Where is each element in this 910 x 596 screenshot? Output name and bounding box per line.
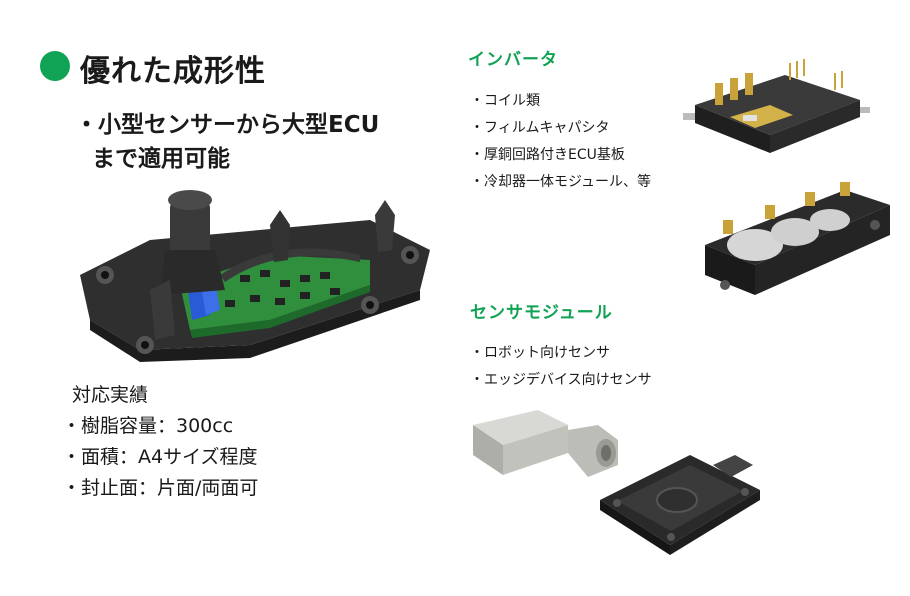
sensor-housing-image — [600, 455, 760, 555]
inverter-item: ・冷却器一体モジュール、等 — [470, 174, 652, 190]
sensor-item: ・ロボット向けセンサ — [470, 345, 610, 361]
cooler-module-image — [705, 182, 890, 295]
inverter-section-title: インバータ — [468, 50, 558, 70]
feature-line-2: まで適用可能 — [92, 146, 230, 172]
inverter-item: ・コイル類 — [470, 93, 540, 109]
inverter-item: ・フィルムキャパシタ — [470, 120, 610, 136]
sensor-item: ・エッジデバイス向けセンサ — [470, 372, 652, 388]
feature-line-1: ・小型センサーから大型ECU — [75, 112, 380, 138]
specs-title: 対応実績 — [72, 384, 149, 406]
spec-line: ・面積：A4サイズ程度 — [62, 446, 258, 468]
spec-line: ・封止面：片面/両面可 — [62, 477, 259, 499]
bullet-dot-icon — [40, 51, 70, 81]
sensor-section-title: センサモジュール — [470, 303, 613, 323]
page-title: 優れた成形性 — [80, 54, 266, 89]
spec-line: ・樹脂容量：300cc — [62, 415, 234, 437]
inverter-module-image — [683, 59, 870, 153]
inverter-item: ・厚銅回路付きECU基板 — [470, 147, 625, 163]
sensor-connector-image — [473, 410, 618, 477]
ecu-product-image — [80, 190, 430, 362]
